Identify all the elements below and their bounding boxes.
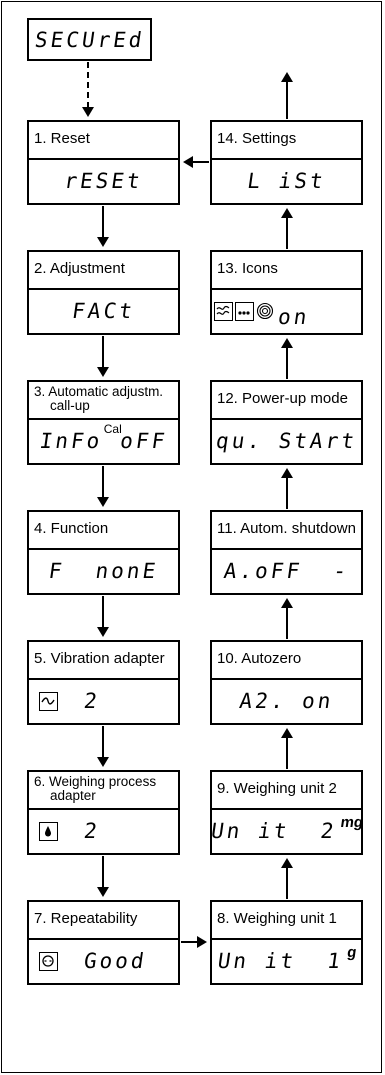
secured-display: SECUrEd: [27, 18, 152, 61]
step-2-adjustment: 2. Adjustment FACt: [27, 250, 180, 335]
step-label: 1. Reset: [29, 122, 178, 161]
step-label-line1: 6. Weighing process: [34, 774, 157, 789]
step-11-autom-shutdown: 11. Autom. shutdown A.oFF -: [210, 510, 363, 595]
vibration-icon: [39, 692, 58, 712]
step-label: 5. Vibration adapter: [29, 642, 178, 681]
step-label: 7. Repeatability: [29, 902, 178, 941]
step-label: 11. Autom. shutdown: [212, 512, 361, 551]
repeatability-icon: [256, 302, 275, 321]
step-label: 4. Function: [29, 512, 178, 551]
step-label-line2: call-up: [50, 398, 90, 414]
step-13-icons: 13. Icons on: [210, 250, 363, 335]
step-12-power-up-mode: 12. Power-up mode qu. StArt: [210, 380, 363, 465]
step-label: 8. Weighing unit 1: [212, 902, 361, 941]
step-14-settings: 14. Settings L iSt: [210, 120, 363, 205]
step-4-function: 4. Function F nonE: [27, 510, 180, 595]
weighing-process-icon: [39, 822, 58, 842]
step-label: 3. Automatic adjustm. call-up: [29, 382, 178, 421]
step-label: 10. Autozero: [212, 642, 361, 681]
step-label: 13. Icons: [212, 252, 361, 291]
step-label-line2: adapter: [50, 788, 96, 804]
step-label: 2. Adjustment: [29, 252, 178, 291]
step-10-autozero: 10. Autozero A2. on: [210, 640, 363, 725]
repeatability-icon: [39, 952, 58, 972]
step-6-weighing-process-adapter: 6. Weighing process adapter 2: [27, 770, 180, 855]
step-label: 6. Weighing process adapter: [29, 772, 178, 811]
step-display: on: [209, 290, 364, 333]
step-display: 2: [26, 810, 181, 853]
step-1-reset: 1. Reset rESEt: [27, 120, 180, 205]
step-label-line1: 3. Automatic adjustm.: [34, 384, 164, 399]
weighing-process-icon: [235, 302, 254, 322]
vibration-icon: [214, 302, 233, 322]
step-7-repeatability: 7. Repeatability Good: [27, 900, 180, 985]
step-label: 14. Settings: [212, 122, 361, 161]
step-label: 12. Power-up mode: [212, 382, 361, 421]
step-display: 2: [26, 680, 181, 723]
step-display: Good: [26, 940, 181, 983]
step-label: 9. Weighing unit 2: [212, 772, 361, 811]
step-5-vibration-adapter: 5. Vibration adapter 2: [27, 640, 180, 725]
